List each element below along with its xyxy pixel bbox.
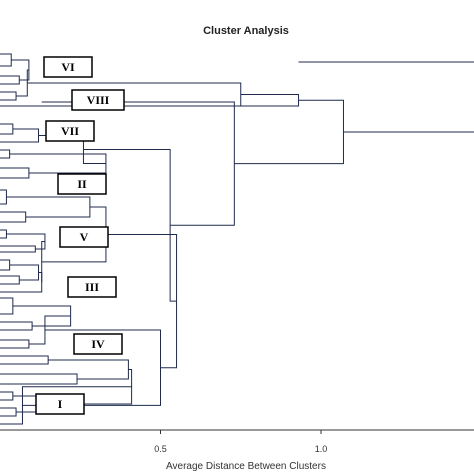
dendrogram-link bbox=[9, 264, 40, 281]
cluster-label-box bbox=[73, 333, 123, 355]
dendrogram-link bbox=[0, 53, 12, 67]
dendrogram-link bbox=[0, 94, 300, 107]
dendrogram-link bbox=[0, 167, 30, 179]
cluster-label-box bbox=[43, 56, 93, 78]
dendrogram-link bbox=[0, 123, 14, 135]
dendrogram-link bbox=[0, 275, 20, 285]
dendrogram-link bbox=[0, 321, 33, 331]
dendrogram-link bbox=[0, 297, 14, 315]
dendrogram-link bbox=[0, 91, 17, 101]
cluster-label-box bbox=[45, 120, 95, 142]
dendrogram-link bbox=[0, 407, 17, 417]
cluster-label-text: II bbox=[77, 177, 87, 191]
cluster-label-ii: II bbox=[57, 173, 107, 195]
cluster-label-box bbox=[71, 89, 125, 111]
dendrogram-link bbox=[0, 189, 7, 205]
dendrogram-link bbox=[6, 196, 91, 218]
dendrogram-link bbox=[0, 391, 14, 401]
x-axis-ticks: 0.51.01.5 bbox=[154, 430, 328, 454]
cluster-label-vii: VII bbox=[45, 120, 95, 142]
chart-title: Cluster Analysis bbox=[203, 25, 289, 37]
dendrogram-link bbox=[0, 229, 7, 239]
cluster-label-text: I bbox=[58, 397, 63, 411]
cluster-label-viii: VIII bbox=[71, 89, 125, 111]
dendrogram-link bbox=[0, 128, 40, 143]
dendrogram-link bbox=[0, 272, 43, 293]
dendrogram-link bbox=[0, 211, 27, 223]
dendrogram-link bbox=[16, 69, 29, 97]
cluster-label-iii: III bbox=[67, 276, 117, 298]
cluster-label-text: VIII bbox=[87, 93, 110, 107]
cluster-label-box bbox=[59, 226, 109, 248]
cluster-label-i: I bbox=[35, 393, 85, 415]
cluster-label-text: VI bbox=[61, 60, 75, 74]
dendrogram-link bbox=[0, 75, 20, 85]
x-tick-label: 1.0 bbox=[315, 444, 328, 454]
dendrogram-link bbox=[234, 99, 344, 165]
cluster-label-box bbox=[67, 276, 117, 298]
cluster-label-text: V bbox=[80, 230, 89, 244]
cluster-label-text: III bbox=[85, 280, 99, 294]
cluster-label-box bbox=[57, 173, 107, 195]
dendrogram-link bbox=[0, 149, 11, 159]
dendrogram-link bbox=[0, 259, 11, 271]
x-tick-label: 0.5 bbox=[154, 444, 167, 454]
dendrogram-link bbox=[0, 355, 49, 365]
cluster-label-text: VII bbox=[61, 124, 79, 138]
dendrogram-link bbox=[0, 245, 36, 253]
dendrogram-link bbox=[0, 339, 30, 349]
dendrogram-link bbox=[11, 59, 30, 81]
cluster-label-vi: VI bbox=[43, 56, 93, 78]
dendrogram-link bbox=[41, 241, 45, 283]
cluster-label-iv: IV bbox=[73, 333, 123, 355]
dendrogram-link bbox=[6, 233, 46, 250]
dendrogram-link bbox=[48, 359, 129, 380]
cluster-label-box bbox=[35, 393, 85, 415]
cluster-label-text: IV bbox=[91, 337, 105, 351]
cluster-label-v: V bbox=[59, 226, 109, 248]
dendrogram-link bbox=[0, 373, 78, 385]
x-axis-label: Average Distance Between Clusters bbox=[166, 461, 326, 472]
